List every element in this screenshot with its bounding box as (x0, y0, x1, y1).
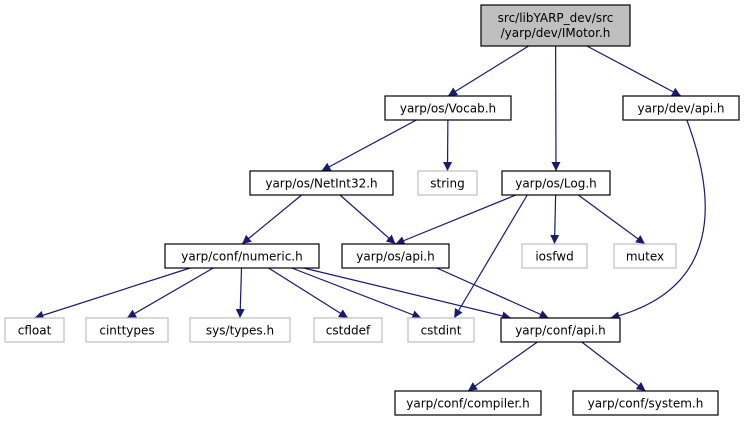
node-cstdint[interactable]: cstdint (407, 317, 475, 343)
edge-confapi-to-compiler (467, 341, 538, 392)
edge-numeric-to-cinttypes (126, 267, 214, 319)
node-label: string (430, 177, 464, 191)
node-label: yarp/os/Log.h (515, 177, 597, 191)
node-root[interactable]: src/libYARP_dev/src/yarp/dev/IMotor.h (480, 4, 631, 47)
edge-devapi-to-confapi (610, 119, 706, 321)
node-vocab[interactable]: yarp/os/Vocab.h (384, 95, 512, 121)
node-label: cinttypes (99, 324, 154, 338)
edge-netint-to-osapi (339, 194, 396, 245)
edge-numeric-to-cstddef (268, 267, 349, 319)
node-confapi[interactable]: yarp/conf/api.h (500, 317, 621, 343)
node-box (622, 95, 740, 121)
node-mutex[interactable]: mutex (613, 243, 677, 269)
edge-numeric-to-cstdint (291, 267, 422, 319)
node-cstddef[interactable]: cstddef (313, 317, 383, 343)
node-osapi[interactable]: yarp/os/api.h (341, 243, 450, 269)
node-system[interactable]: yarp/conf/system.h (572, 390, 719, 416)
node-label: yarp/conf/compiler.h (406, 397, 529, 411)
node-box (613, 243, 677, 269)
node-systypes[interactable]: sys/types.h (189, 317, 291, 343)
node-label: cstdint (421, 324, 462, 338)
node-box (407, 317, 475, 343)
node-label: cfloat (18, 324, 52, 338)
node-label: mutex (626, 250, 664, 264)
node-box (164, 243, 320, 269)
node-string[interactable]: string (417, 170, 478, 196)
node-box (394, 390, 542, 416)
edge-log-to-mutex (577, 194, 646, 245)
node-label: yarp/os/api.h (356, 250, 434, 264)
node-devapi[interactable]: yarp/dev/api.h (622, 95, 740, 121)
edge-numeric-to-cfloat (34, 267, 191, 320)
edge-vocab-to-netint (321, 119, 417, 172)
edge-root-to-vocab (447, 45, 529, 97)
node-label: yarp/dev/api.h (638, 102, 725, 116)
edge-confapi-to-system (581, 341, 646, 392)
node-label: /yarp/dev/IMotor.h (501, 26, 611, 40)
node-netint[interactable]: yarp/os/NetInt32.h (249, 170, 394, 196)
node-label: cstddef (326, 324, 371, 338)
node-box (417, 170, 478, 196)
node-label: yarp/conf/api.h (515, 324, 606, 338)
node-label: src/libYARP_dev/src (498, 11, 614, 25)
node-label: yarp/os/Vocab.h (400, 102, 496, 116)
edge-log-to-iosfwd (550, 194, 560, 245)
node-compiler[interactable]: yarp/conf/compiler.h (394, 390, 542, 416)
edge-numeric-to-confapi (303, 267, 512, 321)
node-box (4, 317, 65, 343)
node-log[interactable]: yarp/os/Log.h (501, 170, 611, 196)
node-numeric[interactable]: yarp/conf/numeric.h (164, 243, 320, 269)
node-box (521, 243, 588, 269)
node-box (572, 390, 719, 416)
edge-log-to-cstdint (453, 194, 528, 319)
node-box (480, 4, 631, 47)
node-label: sys/types.h (206, 324, 274, 338)
edge-osapi-to-confapi (436, 267, 549, 319)
node-label: yarp/conf/system.h (588, 397, 704, 411)
node-box (384, 95, 512, 121)
node-box (341, 243, 450, 269)
node-label: iosfwd (535, 250, 573, 264)
node-label: yarp/conf/numeric.h (181, 250, 302, 264)
node-box (501, 170, 611, 196)
node-box (189, 317, 291, 343)
node-box (85, 317, 169, 343)
node-iosfwd[interactable]: iosfwd (521, 243, 588, 269)
edge-netint-to-numeric (241, 194, 303, 245)
node-box (500, 317, 621, 343)
edge-numeric-to-systypes (235, 267, 245, 319)
node-box (249, 170, 394, 196)
node-label: yarp/os/NetInt32.h (265, 177, 377, 191)
node-cfloat[interactable]: cfloat (4, 317, 65, 343)
edge-root-to-devapi (586, 45, 682, 97)
edge-log-to-osapi (395, 194, 517, 245)
node-cinttypes[interactable]: cinttypes (85, 317, 169, 343)
node-box (313, 317, 383, 343)
